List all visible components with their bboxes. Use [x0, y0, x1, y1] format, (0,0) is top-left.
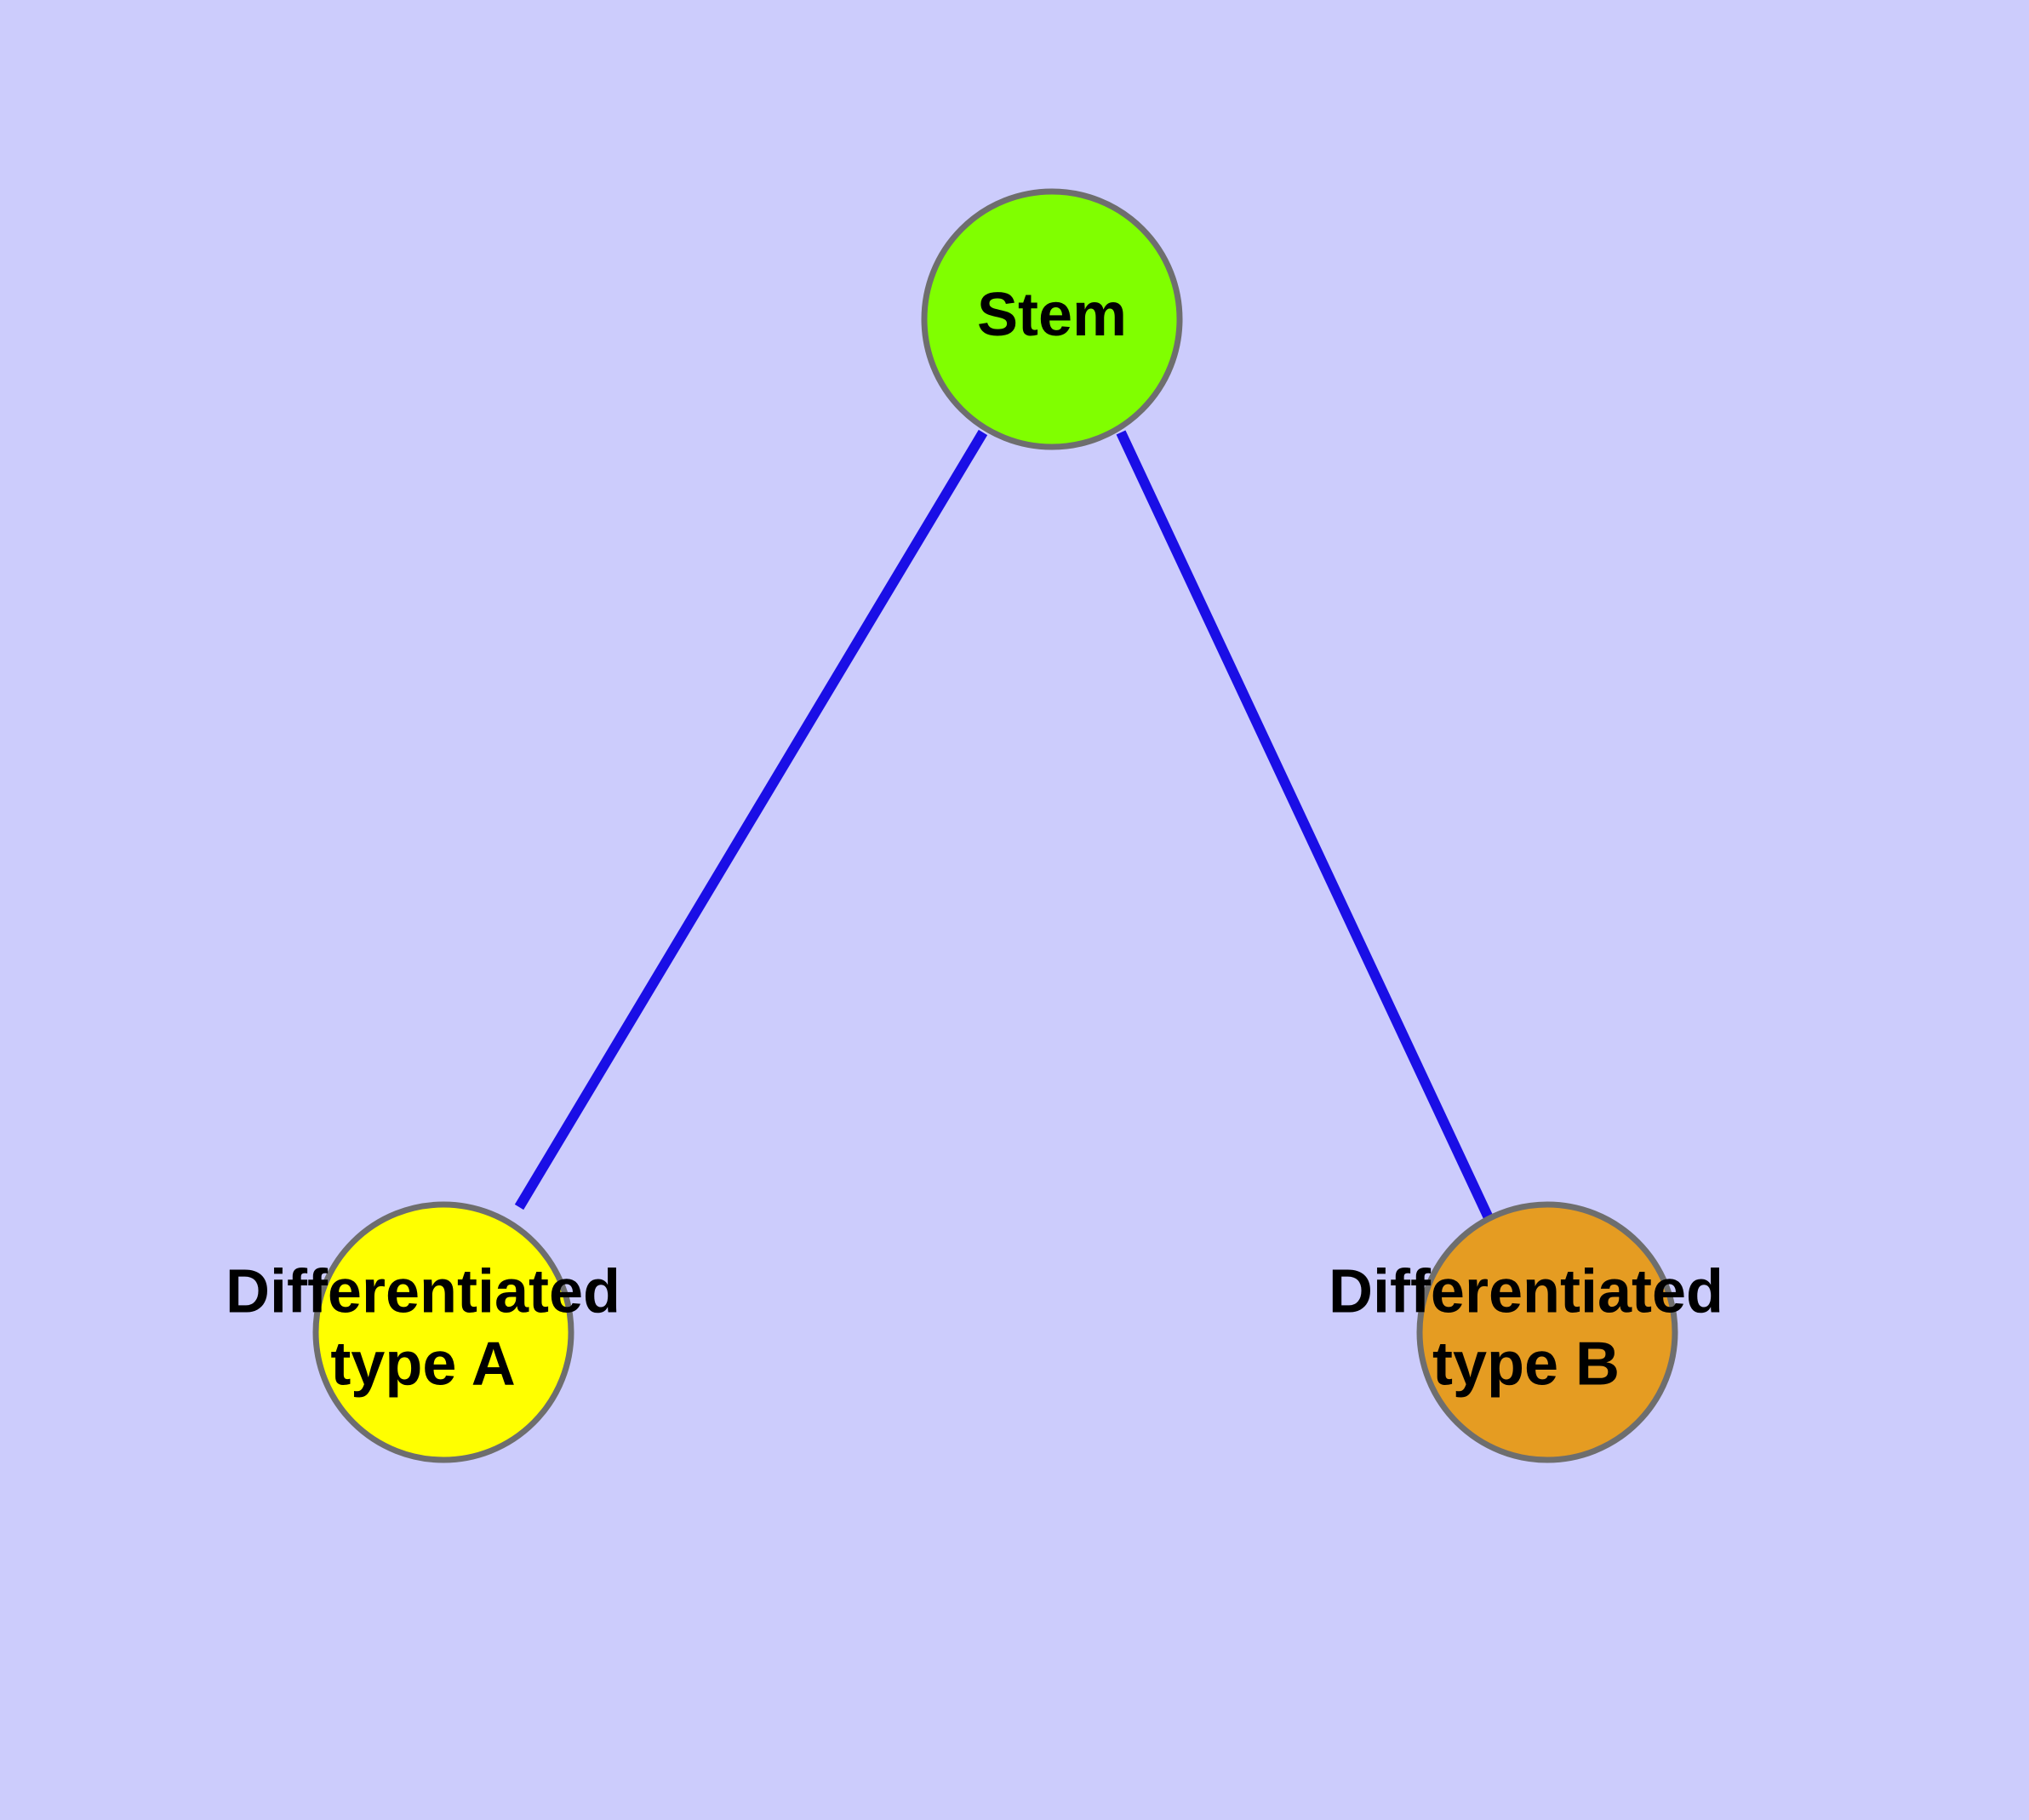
node-label-line: Stem [977, 281, 1127, 349]
node-label-line: Differentiated [1329, 1258, 1723, 1326]
node-label-line: Differentiated [226, 1258, 620, 1326]
node-stem[interactable]: Stem [921, 188, 1183, 450]
node-stem-circle[interactable] [921, 188, 1183, 450]
node-stem-label: Stem [977, 281, 1127, 349]
edge-stem-to-differentiated-type-b[interactable] [1116, 430, 1496, 1226]
node-label-line: type B [1432, 1330, 1620, 1398]
node-differentiated-type-b-circle[interactable] [1416, 1201, 1678, 1463]
node-differentiated-type-a-circle[interactable] [312, 1201, 574, 1463]
edges-layer [514, 429, 1496, 1226]
edge-stem-to-differentiated-type-a[interactable] [514, 429, 988, 1210]
node-label-line: type A [330, 1330, 515, 1398]
